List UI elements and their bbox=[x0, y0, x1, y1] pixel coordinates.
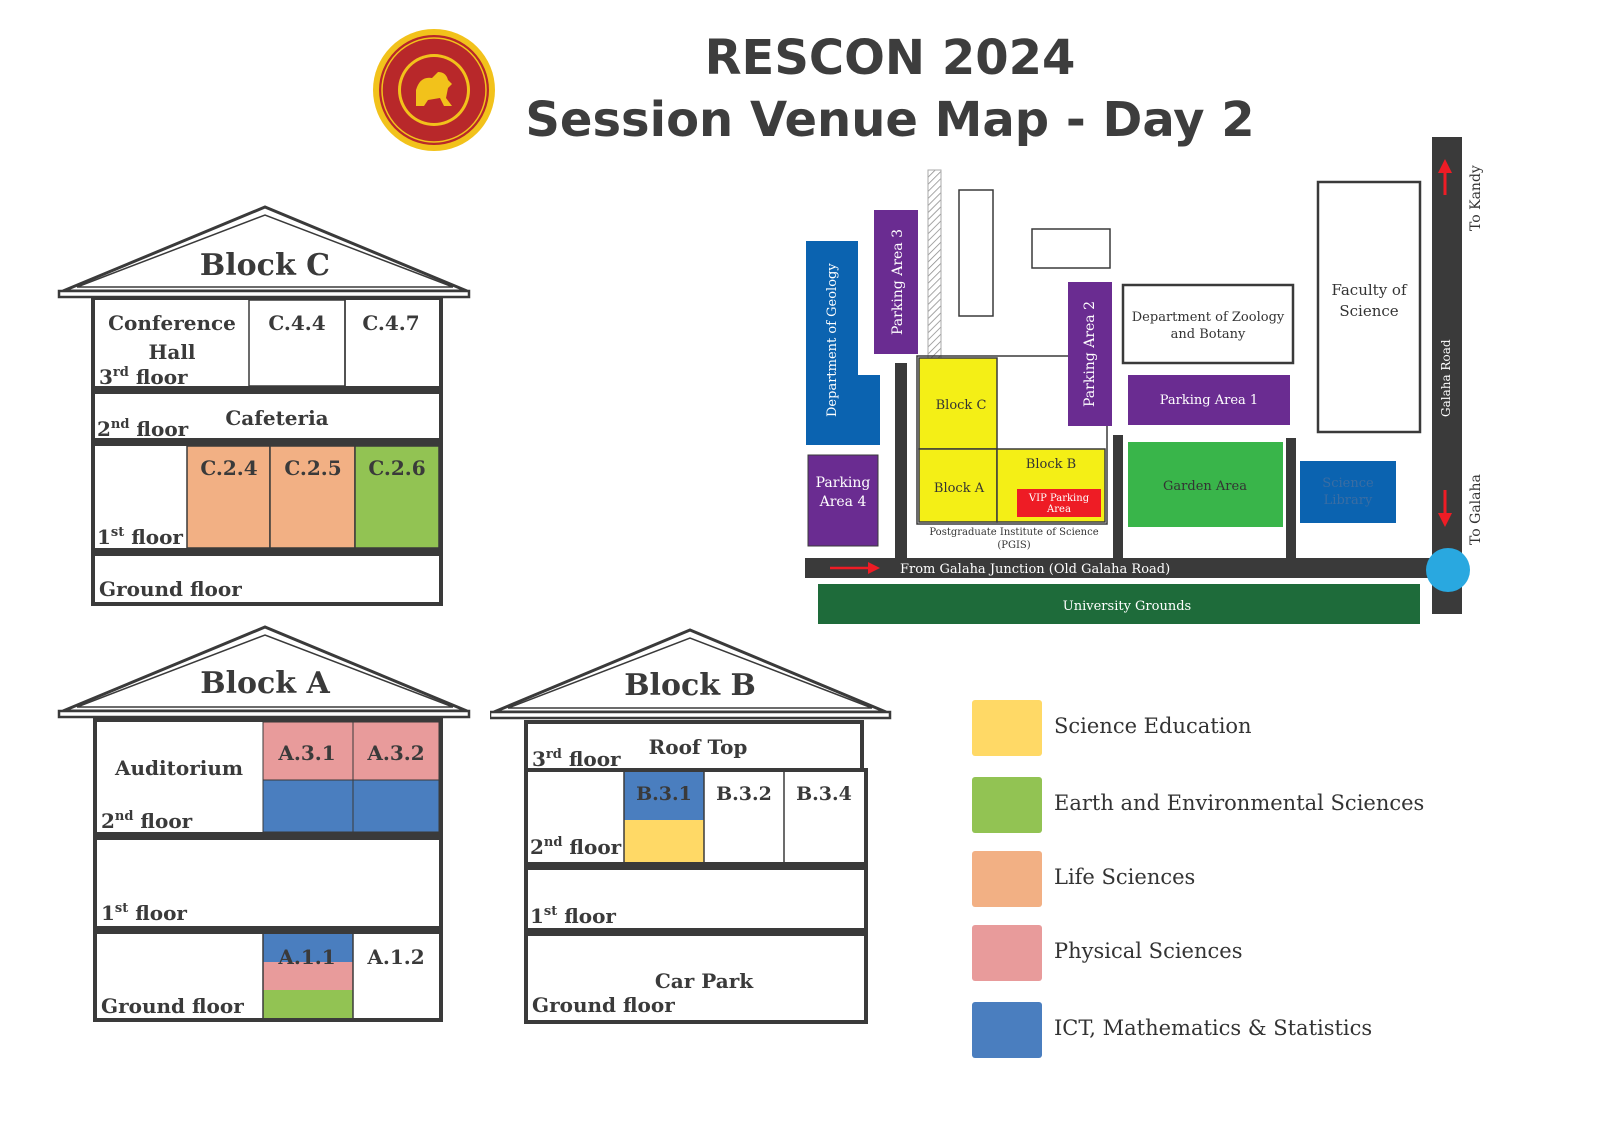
block-c-title: Block C bbox=[200, 248, 330, 283]
parking-area-2 bbox=[1068, 282, 1112, 426]
legend-label: Science Education bbox=[1054, 714, 1252, 738]
dept-zoology-botany bbox=[1121, 283, 1295, 365]
room-b31: B.3.1 bbox=[636, 783, 692, 805]
room-c26: C.2.6 bbox=[368, 456, 425, 480]
room-b34: B.3.4 bbox=[796, 783, 852, 805]
cafeteria-label: Cafeteria bbox=[225, 406, 328, 430]
svg-text:Block A: Block A bbox=[934, 481, 985, 496]
floor-label: Ground floor bbox=[99, 577, 242, 601]
block-a-title: Block A bbox=[200, 666, 330, 701]
svg-text:Garden Area: Garden Area bbox=[1163, 479, 1247, 494]
room-a32: A.3.2 bbox=[366, 741, 424, 765]
old-galaha-road bbox=[805, 558, 1453, 578]
svg-text:Block B: Block B bbox=[1026, 457, 1076, 472]
floor-label: 3rd floor bbox=[532, 747, 621, 771]
room-c25: C.2.5 bbox=[284, 456, 341, 480]
floor-label: 1st floor bbox=[530, 904, 616, 928]
legend-swatch bbox=[972, 925, 1042, 981]
room-a11: A.1.1 bbox=[277, 945, 335, 969]
to-galaha-label: To Galaha bbox=[1468, 474, 1484, 545]
pgis-label: Postgraduate Institute of Science bbox=[929, 527, 1098, 538]
legend-label: ICT, Mathematics & Statistics bbox=[1054, 1016, 1373, 1040]
svg-text:Department of Geology: Department of Geology bbox=[825, 263, 840, 417]
room-c44: C.4.4 bbox=[268, 311, 325, 335]
floor-label: Ground floor bbox=[101, 994, 244, 1018]
room-c25-fill bbox=[269, 445, 356, 549]
svg-text:Library: Library bbox=[1324, 493, 1373, 508]
parking-area-1 bbox=[1128, 375, 1290, 425]
svg-text:Department of Zoology: Department of Zoology bbox=[1132, 310, 1285, 325]
block-b-building: Block B 3rd floor Roof Top B.3.1 B.3.2 B… bbox=[490, 628, 892, 1024]
floor-label: 2nd floor bbox=[530, 835, 622, 859]
svg-text:Hall: Hall bbox=[148, 340, 195, 364]
room-a31: A.3.1 bbox=[277, 741, 335, 765]
legend-swatch bbox=[972, 777, 1042, 833]
svg-text:Faculty of: Faculty of bbox=[1331, 281, 1407, 299]
page-subtitle: Session Venue Map - Day 2 bbox=[525, 92, 1255, 148]
svg-text:University Grounds: University Grounds bbox=[1063, 599, 1191, 614]
science-library bbox=[1300, 461, 1396, 523]
carpark-label: Car Park bbox=[655, 969, 754, 993]
map-block-c bbox=[918, 357, 998, 450]
campus-site-map: University Grounds From Galaha Junction … bbox=[805, 137, 1484, 624]
floor-label: Ground floor bbox=[532, 993, 675, 1017]
floor-label: 2nd floor bbox=[101, 809, 193, 833]
to-kandy-label: To Kandy bbox=[1468, 165, 1484, 231]
garden-area bbox=[1128, 442, 1283, 527]
room-b32: B.3.2 bbox=[716, 783, 772, 805]
floor-label: 1st floor bbox=[101, 901, 187, 925]
vip-parking-area bbox=[1017, 489, 1101, 517]
conference-hall-label: Conference bbox=[108, 311, 236, 335]
parking-area-4 bbox=[807, 454, 879, 547]
faculty-of-science bbox=[1316, 180, 1422, 434]
room-c24-fill bbox=[186, 445, 271, 549]
block-b-title: Block B bbox=[624, 668, 756, 703]
legend-swatch bbox=[972, 851, 1042, 907]
floor-label: 1st floor bbox=[97, 525, 183, 549]
galaha-road bbox=[1432, 137, 1462, 614]
svg-text:Parking: Parking bbox=[816, 475, 871, 491]
legend-label: Life Sciences bbox=[1054, 865, 1196, 889]
svg-text:Parking Area 2: Parking Area 2 bbox=[1082, 301, 1098, 407]
galaha-road-label: Galaha Road bbox=[1439, 339, 1453, 417]
svg-text:(PGIS): (PGIS) bbox=[997, 540, 1030, 551]
svg-text:Area 4: Area 4 bbox=[819, 494, 867, 510]
legend-swatch bbox=[972, 1002, 1042, 1058]
seal-icon bbox=[373, 29, 495, 151]
floor-label: 3rd floor bbox=[99, 365, 188, 389]
block-c-building: Block C Conference Hall C.4.4 C.4.7 3rd … bbox=[57, 205, 471, 606]
legend-label: Physical Sciences bbox=[1054, 939, 1243, 963]
dept-geology bbox=[806, 241, 880, 445]
page-title: RESCON 2024 bbox=[704, 30, 1076, 86]
room-c47: C.4.7 bbox=[362, 311, 419, 335]
university-logo bbox=[372, 28, 496, 152]
room-c24: C.2.4 bbox=[200, 456, 257, 480]
svg-text:Science: Science bbox=[1322, 476, 1374, 491]
room-a12: A.1.2 bbox=[366, 945, 424, 969]
rooftop-label: Roof Top bbox=[649, 735, 748, 759]
block-a-building: Block A A.3.1 A.3.2 Auditorium 2nd floor… bbox=[57, 625, 471, 1022]
from-junction-label: From Galaha Junction (Old Galaha Road) bbox=[900, 562, 1170, 577]
parking-area-3 bbox=[874, 210, 918, 354]
legend-swatch bbox=[972, 700, 1042, 756]
auditorium-label: Auditorium bbox=[114, 756, 243, 780]
room-c26-fill bbox=[354, 445, 440, 549]
svg-text:Parking Area 1: Parking Area 1 bbox=[1160, 393, 1258, 408]
svg-text:Science: Science bbox=[1339, 302, 1398, 320]
svg-text:Area: Area bbox=[1046, 504, 1071, 515]
svg-text:VIP Parking: VIP Parking bbox=[1028, 493, 1090, 504]
galaha-junction-marker bbox=[1426, 548, 1470, 592]
svg-text:Parking Area 3: Parking Area 3 bbox=[890, 229, 906, 335]
university-grounds bbox=[818, 584, 1420, 624]
svg-text:and Botany: and Botany bbox=[1171, 327, 1246, 342]
floor-label: 2nd floor bbox=[97, 417, 189, 441]
legend-label: Earth and Environmental Sciences bbox=[1054, 791, 1425, 815]
map-block-a bbox=[918, 448, 998, 523]
svg-text:Block C: Block C bbox=[936, 398, 987, 413]
